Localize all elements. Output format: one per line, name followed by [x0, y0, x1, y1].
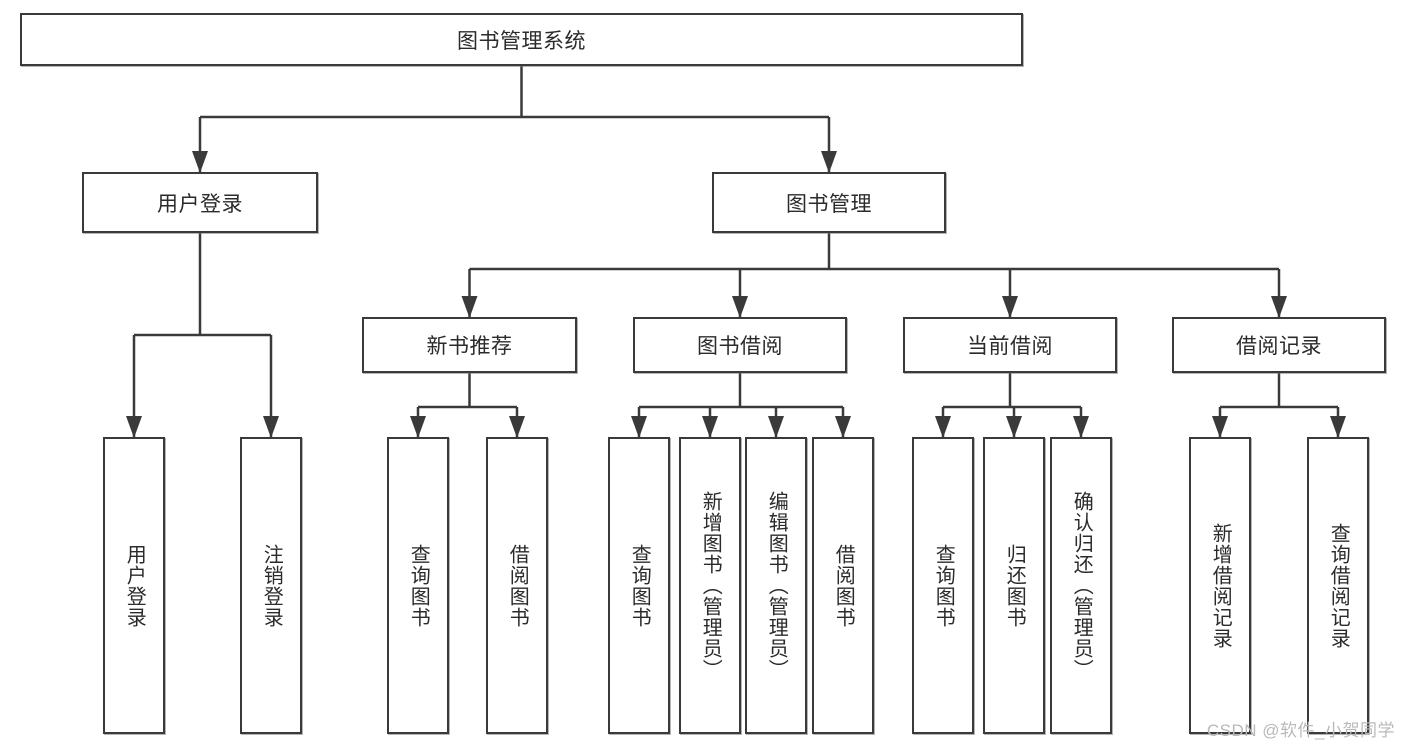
- arrowhead-book-manage-to-new-book-rec: [461, 296, 478, 318]
- arrowhead-new-book-rec-to-leaf-query-book-rec: [410, 416, 426, 438]
- node-leaf-edit-book[interactable]: 编辑图书（管理员）: [745, 437, 807, 734]
- node-leaf-user-login[interactable]: 用户登录: [103, 437, 165, 734]
- node-label-leaf-borrow-book-bor: 借阅图书: [832, 543, 855, 628]
- arrowhead-book-borrow-to-leaf-edit-book: [768, 416, 784, 438]
- arrowhead-borrow-record-to-leaf-add-record: [1212, 416, 1228, 438]
- arrowhead-book-manage-to-book-borrow: [732, 296, 748, 318]
- node-borrow-record[interactable]: 借阅记录: [1172, 317, 1386, 373]
- arrowhead-borrow-record-to-leaf-query-record: [1330, 416, 1346, 438]
- arrowhead-book-borrow-to-leaf-add-book: [702, 416, 718, 438]
- node-label-borrow-record: 借阅记录: [1236, 335, 1322, 358]
- node-label-leaf-borrow-book-rec: 借阅图书: [506, 543, 529, 628]
- arrowhead-root-to-book-manage: [821, 151, 837, 173]
- arrowhead-current-borrow-to-leaf-return-book: [1006, 416, 1022, 438]
- node-label-leaf-query-book-bor: 查询图书: [628, 543, 651, 628]
- node-label-leaf-query-book-cur: 查询图书: [932, 543, 955, 628]
- arrowhead-user-login-to-leaf-user-login: [126, 416, 142, 438]
- node-user-login[interactable]: 用户登录: [82, 172, 318, 233]
- node-leaf-add-record[interactable]: 新增借阅记录: [1189, 437, 1251, 734]
- arrowhead-new-book-rec-to-leaf-borrow-book-rec: [509, 416, 525, 438]
- node-leaf-query-record[interactable]: 查询借阅记录: [1307, 437, 1369, 734]
- arrowhead-book-borrow-to-leaf-query-book-bor: [631, 416, 647, 438]
- node-current-borrow[interactable]: 当前借阅: [903, 317, 1117, 373]
- node-label-user-login: 用户登录: [157, 192, 243, 216]
- arrowhead-current-borrow-to-leaf-confirm-return: [1073, 416, 1089, 438]
- node-label-leaf-logout-login: 注销登录: [260, 543, 283, 628]
- arrowhead-current-borrow-to-leaf-query-book-cur: [935, 416, 951, 438]
- node-label-leaf-user-login: 用户登录: [123, 543, 146, 628]
- node-label-leaf-return-book: 归还图书: [1003, 543, 1026, 628]
- node-label-book-borrow: 图书借阅: [697, 335, 783, 358]
- arrowhead-book-manage-to-borrow-record: [1271, 296, 1287, 318]
- node-leaf-return-book[interactable]: 归还图书: [983, 437, 1045, 734]
- node-label-leaf-confirm-return: 确认归还（管理员）: [1070, 491, 1093, 680]
- node-leaf-query-book-rec[interactable]: 查询图书: [387, 437, 449, 734]
- node-label-book-manage: 图书管理: [786, 192, 872, 216]
- arrowhead-root-to-user-login: [192, 151, 208, 173]
- node-leaf-borrow-book-rec[interactable]: 借阅图书: [486, 437, 548, 734]
- node-leaf-borrow-book-bor[interactable]: 借阅图书: [812, 437, 874, 734]
- arrowhead-book-manage-to-current-borrow: [1002, 296, 1018, 318]
- arrowhead-book-borrow-to-leaf-borrow-book-bor: [835, 416, 851, 438]
- node-label-leaf-query-record: 查询借阅记录: [1327, 522, 1350, 649]
- node-label-leaf-edit-book: 编辑图书（管理员）: [765, 491, 788, 680]
- node-label-leaf-query-book-rec: 查询图书: [407, 543, 430, 628]
- node-book-borrow[interactable]: 图书借阅: [633, 317, 847, 373]
- node-label-leaf-add-book: 新增图书（管理员）: [699, 491, 722, 680]
- watermark-label: CSDN @软件_小贺同学: [1206, 721, 1395, 740]
- node-label-root: 图书管理系统: [457, 29, 586, 53]
- node-new-book-rec[interactable]: 新书推荐: [362, 317, 577, 373]
- arrowhead-user-login-to-leaf-logout-login: [263, 416, 279, 438]
- node-label-current-borrow: 当前借阅: [967, 335, 1053, 358]
- node-leaf-query-book-bor[interactable]: 查询图书: [608, 437, 670, 734]
- node-root[interactable]: 图书管理系统: [20, 13, 1023, 66]
- node-leaf-query-book-cur[interactable]: 查询图书: [912, 437, 974, 734]
- node-label-leaf-add-record: 新增借阅记录: [1209, 522, 1232, 649]
- node-leaf-logout-login[interactable]: 注销登录: [240, 437, 302, 734]
- node-leaf-add-book[interactable]: 新增图书（管理员）: [679, 437, 741, 734]
- node-book-manage[interactable]: 图书管理: [712, 172, 946, 233]
- node-label-new-book-rec: 新书推荐: [426, 335, 513, 358]
- node-leaf-confirm-return[interactable]: 确认归还（管理员）: [1050, 437, 1112, 734]
